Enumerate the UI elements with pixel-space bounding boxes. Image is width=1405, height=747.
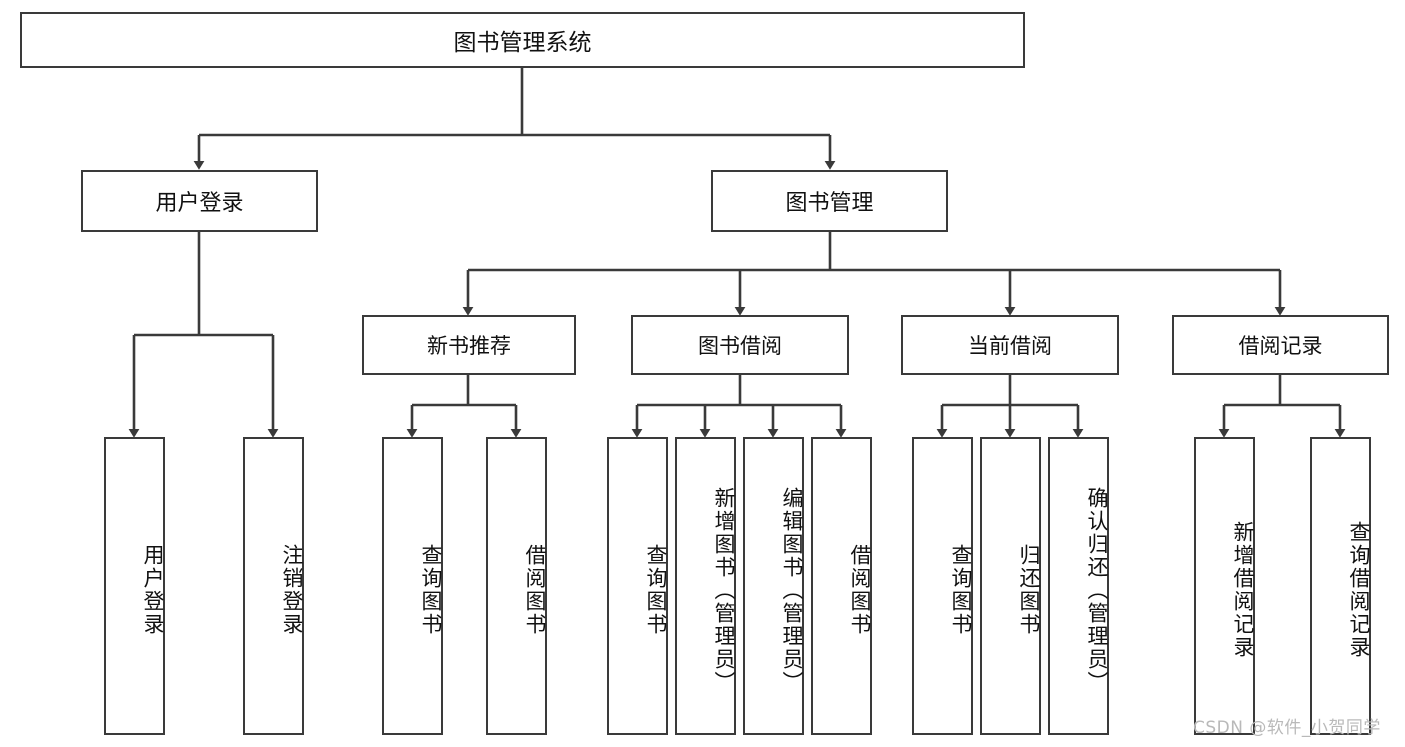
node-leaf-user-login[interactable]: 用户登录 bbox=[104, 437, 165, 735]
node-leaf-borrow-book-rec-label: 借阅图书 bbox=[523, 544, 547, 636]
node-root-label: 图书管理系统 bbox=[453, 30, 592, 56]
node-new-book-rec[interactable]: 新书推荐 bbox=[362, 315, 576, 375]
node-leaf-borrow-book-label: 借阅图书 bbox=[848, 544, 872, 636]
node-user-login-label: 用户登录 bbox=[155, 191, 244, 216]
node-leaf-return-book-label: 归还图书 bbox=[1017, 544, 1041, 636]
csdn-watermark: CSDN @软件_小贺同学 bbox=[1193, 718, 1381, 738]
node-leaf-query-book-rec-label: 查询图书 bbox=[419, 544, 443, 636]
node-leaf-query-book-current[interactable]: 查询图书 bbox=[912, 437, 973, 735]
node-root[interactable]: 图书管理系统 bbox=[20, 12, 1025, 68]
node-leaf-return-book[interactable]: 归还图书 bbox=[980, 437, 1041, 735]
node-leaf-user-login-label: 用户登录 bbox=[141, 544, 165, 636]
node-current-borrow-label: 当前借阅 bbox=[968, 334, 1052, 358]
node-leaf-borrow-book-rec[interactable]: 借阅图书 bbox=[486, 437, 547, 735]
node-leaf-logout-login-label: 注销登录 bbox=[280, 544, 304, 636]
node-leaf-add-borrow-record-label: 新增借阅记录 bbox=[1231, 521, 1255, 659]
node-leaf-query-book-rec[interactable]: 查询图书 bbox=[382, 437, 443, 735]
node-book-manage[interactable]: 图书管理 bbox=[711, 170, 948, 232]
node-leaf-query-borrow-record[interactable]: 查询借阅记录 bbox=[1310, 437, 1371, 735]
node-leaf-query-book-current-label: 查询图书 bbox=[949, 544, 973, 636]
node-borrow-record[interactable]: 借阅记录 bbox=[1172, 315, 1389, 375]
node-book-borrow-label: 图书借阅 bbox=[698, 334, 782, 358]
node-book-borrow[interactable]: 图书借阅 bbox=[631, 315, 849, 375]
node-leaf-add-book-admin[interactable]: 新增图书（管理员） bbox=[675, 437, 736, 735]
node-user-login[interactable]: 用户登录 bbox=[81, 170, 318, 232]
node-leaf-add-borrow-record[interactable]: 新增借阅记录 bbox=[1194, 437, 1255, 735]
node-new-book-rec-label: 新书推荐 bbox=[427, 334, 511, 358]
node-leaf-borrow-book[interactable]: 借阅图书 bbox=[811, 437, 872, 735]
node-leaf-query-book-borrow[interactable]: 查询图书 bbox=[607, 437, 668, 735]
node-current-borrow[interactable]: 当前借阅 bbox=[901, 315, 1119, 375]
node-leaf-query-borrow-record-label: 查询借阅记录 bbox=[1347, 521, 1371, 659]
node-leaf-query-book-borrow-label: 查询图书 bbox=[644, 544, 668, 636]
node-leaf-add-book-admin-label: 新增图书（管理员） bbox=[712, 486, 736, 694]
node-leaf-logout-login[interactable]: 注销登录 bbox=[243, 437, 304, 735]
node-leaf-edit-book-admin-label: 编辑图书（管理员） bbox=[780, 486, 804, 694]
node-leaf-edit-book-admin[interactable]: 编辑图书（管理员） bbox=[743, 437, 804, 735]
node-borrow-record-label: 借阅记录 bbox=[1238, 334, 1323, 358]
node-leaf-confirm-return-admin-label: 确认归还（管理员） bbox=[1085, 486, 1109, 694]
node-leaf-confirm-return-admin[interactable]: 确认归还（管理员） bbox=[1048, 437, 1109, 735]
node-book-manage-label: 图书管理 bbox=[785, 191, 874, 216]
